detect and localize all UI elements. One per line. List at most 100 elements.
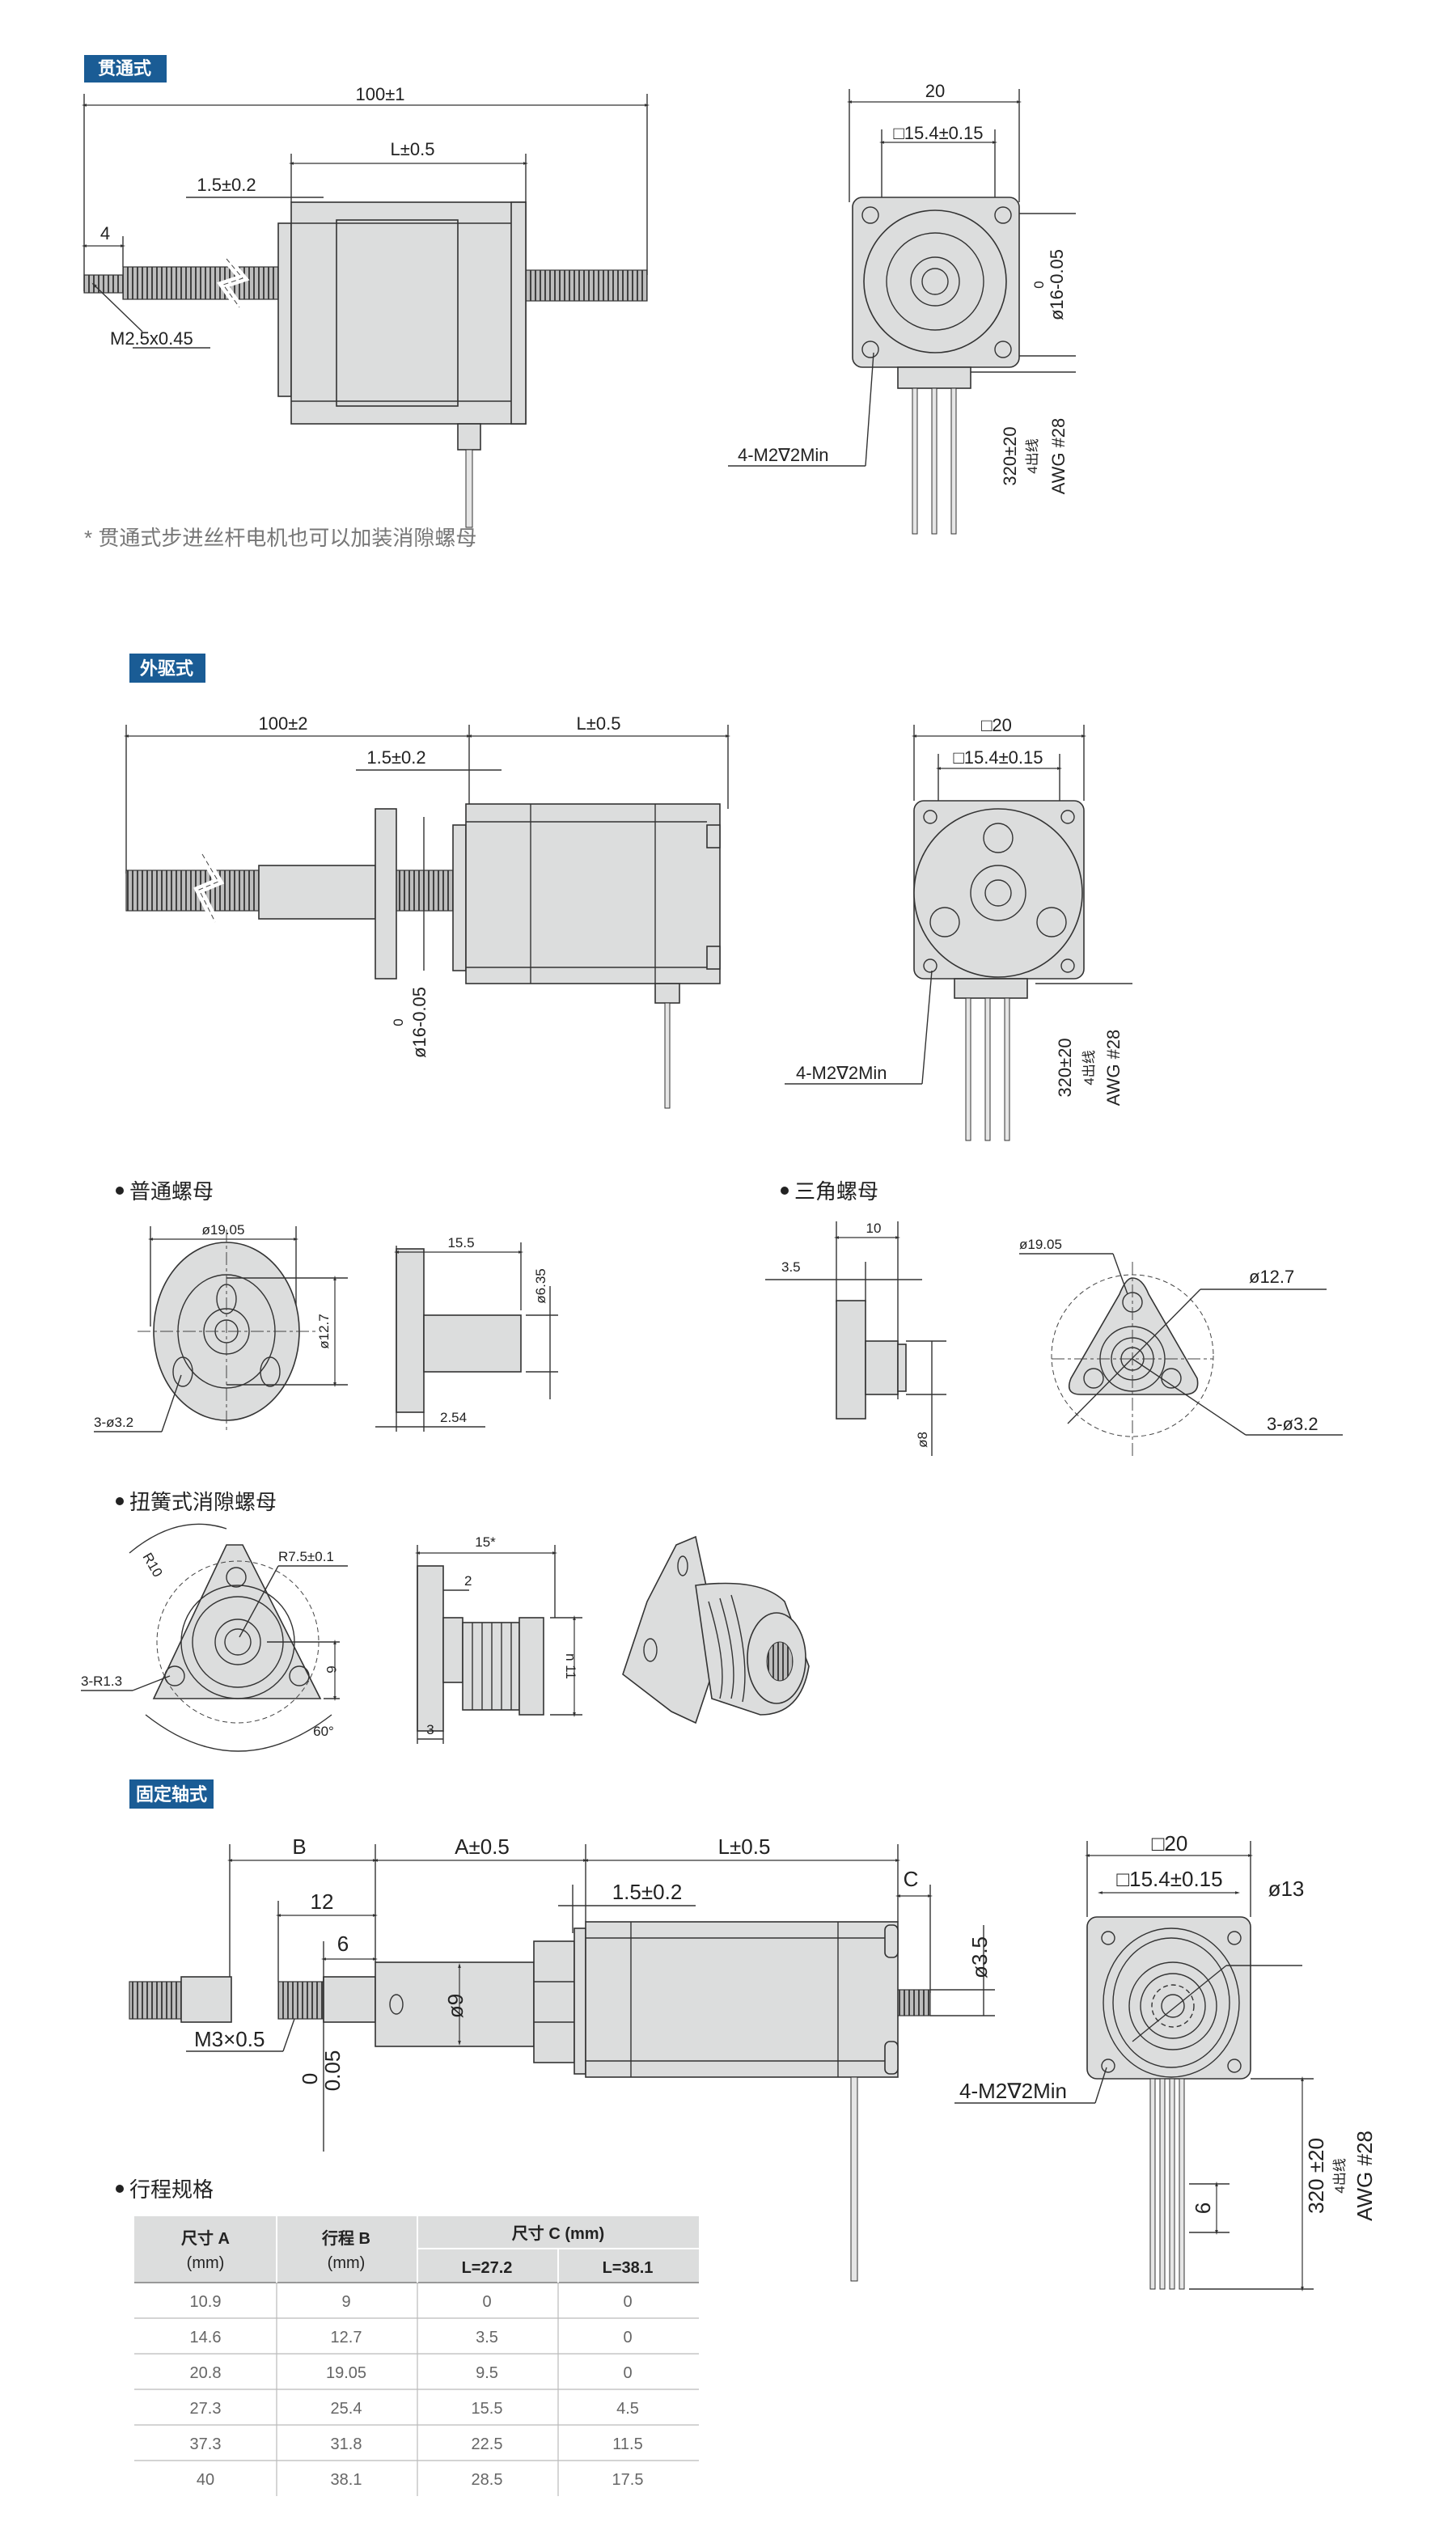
dim-shaft-dia: ø3.5 [967,1936,992,1978]
dim-offset: 6 [324,1665,339,1673]
mount-holes: 4-M2∇2Min [738,445,829,465]
dim-overall: 100±2 [258,713,307,734]
table-cell: 27.3 [190,2400,222,2418]
lead-screw-tip [129,1981,182,2020]
table-cell: 9 [341,2293,350,2311]
table-cell: 15.5 [472,2400,503,2418]
cable-count: 4出线 [1025,438,1040,473]
table-cell: 40 [197,2471,214,2489]
rear-shaft [897,1989,931,2016]
nut-triangle: 三角螺母 10 3.5 ø8 ø19.05 ø12.7 3-ø3.2 [765,1179,1343,1456]
tol-zero: 0 [298,2073,322,2084]
dim-flange-thickness: 2.54 [440,1410,467,1425]
cable-wire [664,1002,671,1109]
table-cell: 0 [482,2293,491,2311]
table-cell: 9.5 [476,2364,498,2382]
end-hole-pitch: □15.4±0.15 [954,747,1043,768]
table-cell: 10.9 [190,2293,222,2311]
dim-holes: 3-ø3.2 [1267,1414,1318,1434]
dim-c: C [904,1867,919,1891]
end-width: 20 [925,81,945,101]
table-cell: 20.8 [190,2364,222,2382]
boss-dia: ø16-0.05 [409,987,430,1058]
nut-anti-backlash: 扭簧式消隙螺母 R10 R7.5±0.1 3-R1.3 6 60° 15* 2 … [81,1490,810,1752]
external-nut-flange [375,808,397,980]
nut-standard: 普通螺母 ø19.05 ø12.7 3-ø3.2 15.5 ø6.35 2.54 [94,1179,558,1432]
dim-b: B [292,1834,306,1859]
through-end-view: 20 □15.4±0.15 0 ø16-0.05 4-M2∇2Min 320±2… [728,81,1076,535]
dim-twelve: 12 [311,1889,334,1914]
cable-wire [850,2076,858,2282]
lead-screw-tip [83,274,124,294]
thread-spec: M2.5x0.45 [110,328,193,349]
dim-a: A±0.5 [455,1834,510,1859]
motor-body [277,201,527,425]
section-external-nut: 外驱式 100±2 L±0.5 1.5±0.2 0 ø16-0.05 □20 [124,654,1132,1141]
dim-dia: n 11 [563,1653,578,1679]
dim-length: 10 [866,1221,882,1236]
section-badge-label: 固定轴式 [136,1784,207,1805]
section-badge-label: 贯通式 [98,58,151,78]
nut-title: 扭簧式消隙螺母 [129,1490,277,1514]
header-a-unit: (mm) [187,2254,225,2272]
section-badge [129,1779,214,1809]
stroke-table: 尺寸 A (mm) 行程 B (mm) 尺寸 C (mm) L=27.2 L=3… [134,2216,699,2496]
end-width: □20 [1152,1831,1188,1856]
cable-length: 320±20 [1055,1038,1075,1097]
table-cell: 25.4 [331,2400,362,2418]
dim-body-dia: ø9 [443,1994,468,2018]
table-cell: 0 [623,2293,632,2311]
through-shaft-note: * 贯通式步进丝杆电机也可以加装消隙螺母 [84,526,476,550]
external-end-view: □20 □15.4±0.15 4-M2∇2Min 320±20 4出线 AWG … [785,715,1132,1141]
dim-length: L±0.5 [391,139,435,159]
table-cell: 38.1 [331,2471,362,2489]
header-c2: L=38.1 [603,2259,654,2277]
dim-pitch-dia: ø12.7 [1249,1267,1294,1287]
header-a: 尺寸 A [181,2229,230,2248]
nut-title: 普通螺母 [129,1179,214,1204]
cable-connector [654,983,680,1004]
dim-length: 15.5 [447,1235,474,1250]
table-cell: 31.8 [331,2435,362,2453]
dim-holes: 3-R1.3 [81,1674,122,1689]
dim-flange-thickness: 3 [426,1722,434,1737]
end-hole-pitch: □15.4±0.15 [1116,1867,1222,1891]
table-cell: 28.5 [472,2471,503,2489]
dim-shaft-dia: ø8 [915,1432,930,1448]
external-nut-body [258,865,376,920]
dim-flange-dia: ø19.05 [202,1222,245,1238]
table-cell: 37.3 [190,2435,222,2453]
mount-holes: 4-M2∇2Min [959,2079,1067,2103]
header-c1: L=27.2 [462,2259,513,2277]
table-row: 10.9 9 0 0 [134,2283,699,2319]
end-hole-pitch: □15.4±0.15 [894,123,984,143]
dim-flange-dia: ø19.05 [1019,1237,1062,1252]
table-cell: 19.05 [326,2364,366,2382]
cable-gauge: AWG #28 [1103,1030,1124,1107]
dim-flange: 1.5±0.2 [366,747,425,768]
section-badge [84,55,167,83]
section-through-shaft: 贯通式 100±1 L±0.5 1.5±0.2 4 M2.5x0.45 * 贯通… [82,55,1076,550]
dim-angle: 60° [313,1724,334,1739]
dim-r-pitch: R7.5±0.1 [278,1549,334,1564]
boss-dia: ø16-0.05 [1047,249,1067,320]
cable-gauge: AWG #28 [1352,2131,1377,2221]
motor-body [585,1921,899,2078]
header-b: 行程 B [321,2228,370,2248]
cable-wire [465,449,473,528]
dim-shaft-dia: ø6.35 [533,1268,548,1303]
boss-tol-zero: 0 [391,1018,406,1026]
lead-screw-rear [525,269,648,302]
nut-title: 三角螺母 [794,1179,878,1204]
strip-length: 6 [1191,2203,1215,2214]
dim-overall: 100±1 [355,84,404,104]
end-boss-dia: ø13 [1268,1877,1305,1901]
table-cell: 17.5 [612,2471,644,2489]
motor-body [452,803,721,984]
fixed-end-view: □20 □15.4±0.15 ø13 4-M2∇2Min 6 320 ±20 4… [954,1831,1377,2291]
thread-spec: M3×0.5 [194,2027,265,2051]
lead-screw [122,266,279,300]
